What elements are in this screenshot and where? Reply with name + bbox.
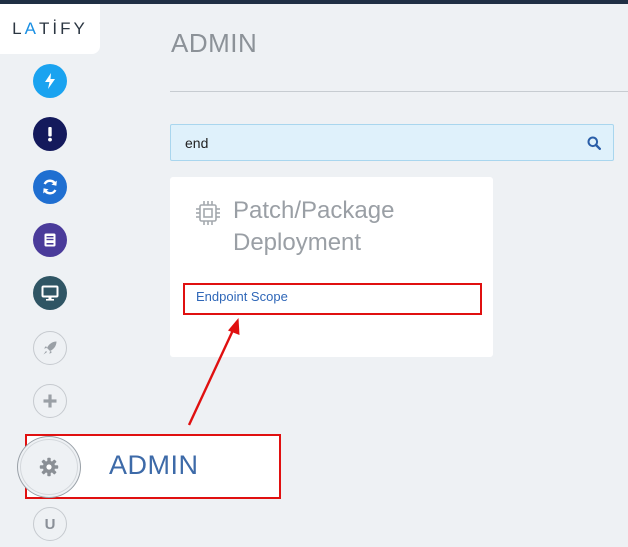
rocket-icon xyxy=(43,341,57,355)
monitor-icon xyxy=(41,285,59,301)
card-title-line2: Deployment xyxy=(233,229,362,256)
sidebar-item-deploy[interactable] xyxy=(33,331,67,365)
sidebar-item-library[interactable] xyxy=(33,223,67,257)
admin-flyout-label: ADMIN xyxy=(109,450,199,480)
user-initial: U xyxy=(44,515,56,533)
user-avatar[interactable]: U xyxy=(33,507,67,541)
logo-text-suffix: TİFY xyxy=(38,19,88,38)
card-title-line1: Patch/Package xyxy=(233,197,395,224)
top-bar xyxy=(0,0,628,4)
title-divider xyxy=(170,91,628,92)
link-highlight-box xyxy=(183,283,482,315)
sidebar-item-sync[interactable] xyxy=(33,170,67,204)
endpoint-scope-link[interactable]: Endpoint Scope xyxy=(196,289,288,304)
search-input[interactable] xyxy=(185,133,575,153)
lightning-icon xyxy=(45,73,55,89)
book-icon xyxy=(44,233,56,247)
admin-gear-inner xyxy=(20,439,78,495)
card-title: Patch/Package Deployment xyxy=(233,195,473,259)
search-icon[interactable] xyxy=(587,136,601,150)
gear-icon xyxy=(39,457,59,477)
logo-text-accent: A xyxy=(24,19,39,38)
refresh-icon xyxy=(43,179,57,195)
sidebar-item-add[interactable] xyxy=(33,384,67,418)
chip-icon xyxy=(196,201,220,225)
result-card-patch-package: Patch/Package Deployment Endpoint Scope xyxy=(170,177,493,357)
search-box[interactable] xyxy=(170,124,614,161)
logo-text-prefix: L xyxy=(12,19,25,38)
exclamation-icon xyxy=(48,127,52,142)
plus-icon xyxy=(43,394,57,408)
page-title: ADMIN xyxy=(171,28,258,58)
sidebar-item-admin[interactable] xyxy=(17,436,81,498)
sidebar-item-devices[interactable] xyxy=(33,276,67,310)
sidebar-item-alerts[interactable] xyxy=(33,117,67,151)
sidebar-item-lightning[interactable] xyxy=(33,64,67,98)
